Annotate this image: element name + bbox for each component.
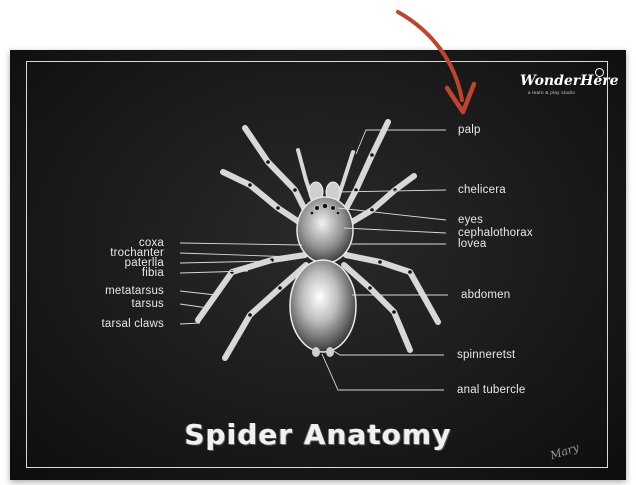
line-anal-tubercle xyxy=(322,354,444,390)
label-eyes: eyes xyxy=(458,214,483,226)
line-tarsus xyxy=(180,304,208,308)
line-tarsal-claws xyxy=(180,323,200,324)
line-palp xyxy=(356,130,446,154)
line-cephalothorax xyxy=(344,228,446,233)
label-palp: palp xyxy=(458,124,481,136)
line-coxa xyxy=(180,243,302,245)
label-metatarsus: metatarsus xyxy=(105,285,164,297)
label-spinneretst: spinneretst xyxy=(457,349,515,361)
brand-tagline: a learn & play studio xyxy=(528,90,575,95)
logo-bubble-icon xyxy=(595,68,604,77)
label-anal-tubercle: anal tubercle xyxy=(457,384,525,396)
label-lovea: lovea xyxy=(458,238,487,250)
line-metatarsus xyxy=(180,291,216,295)
leg-left-2 xyxy=(223,172,308,228)
diagram-title: Spider Anatomy xyxy=(10,418,626,451)
label-abdomen: abdomen xyxy=(461,289,510,301)
label-chelicera: chelicera xyxy=(458,184,506,196)
label-tarsus: tarsus xyxy=(131,298,164,310)
line-trochanter xyxy=(180,253,295,257)
label-tarsal-claws: tarsal claws xyxy=(102,318,164,330)
chalkboard: palp chelicera eyes cephalothorax lovea … xyxy=(10,50,626,480)
line-spinneretst xyxy=(332,350,444,355)
abdomen xyxy=(290,260,356,352)
brand-logo: WonderHere xyxy=(520,73,619,89)
label-fibia: fibia xyxy=(142,267,164,279)
spider-illustration xyxy=(10,50,626,480)
